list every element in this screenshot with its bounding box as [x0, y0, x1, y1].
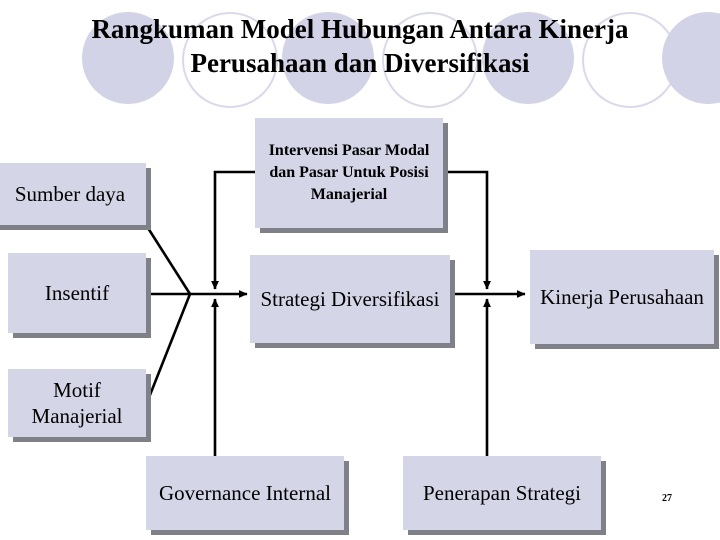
node-strategi-diversifikasi-label: Strategi Diversifikasi — [260, 287, 440, 311]
node-intervensi-pasar-modal-label: Intervensi Pasar Modal dan Pasar Untuk P… — [268, 142, 430, 203]
node-penerapan-strategi[interactable]: Penerapan Strategi — [403, 456, 601, 530]
node-insentif[interactable]: Insentif — [8, 253, 146, 333]
wire-sumber-daya-to-junction — [146, 227, 192, 295]
slide-title: Rangkuman Model Hubungan Antara Kinerja … — [0, 12, 720, 80]
node-insentif-label: Insentif — [44, 281, 110, 305]
wire-motif-manajerial-to-junction — [146, 293, 192, 401]
node-sumber-daya-label: Sumber daya — [14, 182, 126, 206]
wire-intervensi-down-to-strategi — [211, 170, 255, 290]
node-kinerja-perusahaan[interactable]: Kinerja Perusahaan — [530, 250, 714, 344]
node-motif-manajerial[interactable]: Motif Manajerial — [8, 369, 146, 437]
slide-title-line-1: Rangkuman Model Hubungan Antara Kinerja — [91, 14, 629, 44]
node-kinerja-perusahaan-label: Kinerja Perusahaan — [540, 285, 704, 309]
slide-title-line-2: Perusahaan dan Diversifikasi — [190, 48, 530, 78]
node-governance-internal[interactable]: Governance Internal — [146, 456, 344, 530]
node-governance-internal-label: Governance Internal — [159, 481, 331, 505]
node-motif-manajerial-label: Motif Manajerial — [31, 378, 123, 428]
page-number: 27 — [662, 493, 672, 504]
node-intervensi-pasar-modal[interactable]: Intervensi Pasar Modal dan Pasar Untuk P… — [255, 118, 443, 228]
node-strategi-diversifikasi[interactable]: Strategi Diversifikasi — [250, 255, 450, 343]
node-penerapan-strategi-label: Penerapan Strategi — [422, 481, 582, 505]
node-sumber-daya[interactable]: Sumber daya — [0, 163, 146, 225]
